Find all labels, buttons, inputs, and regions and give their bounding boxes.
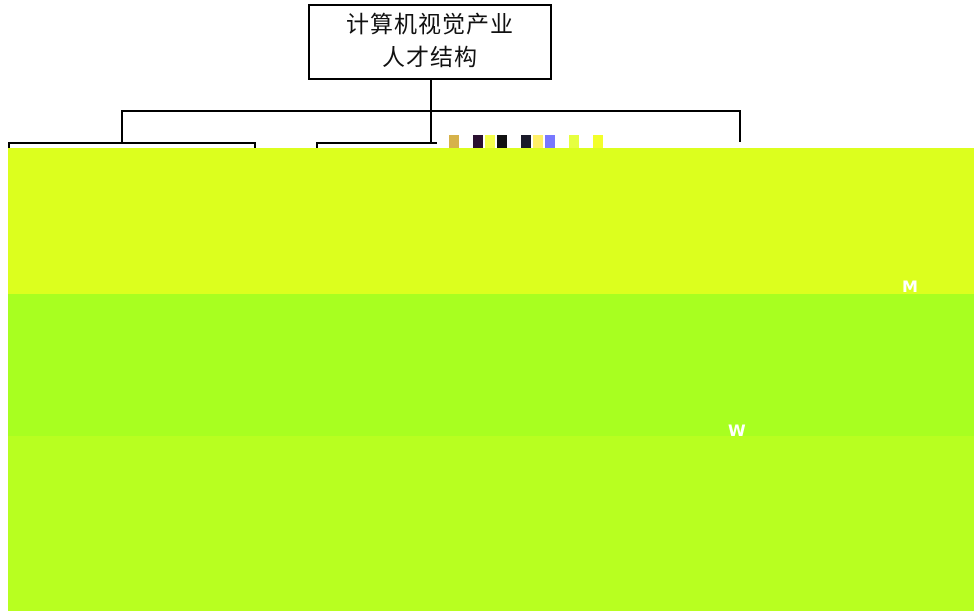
overlay-glyph-center: W xyxy=(728,421,747,440)
artifact-block xyxy=(497,135,507,151)
overlay-band-top xyxy=(8,148,974,294)
artifact-block xyxy=(521,135,531,151)
artifact-block xyxy=(533,135,543,151)
artifact-block xyxy=(581,135,591,151)
root-connector xyxy=(430,80,432,112)
overlay-band-bottom xyxy=(8,436,974,611)
branch-drop-left xyxy=(121,110,123,142)
artifact-block xyxy=(509,135,519,151)
artifact-block xyxy=(437,135,447,151)
root-node-line-1: 计算机视觉产业 xyxy=(346,12,514,38)
artifact-block xyxy=(485,135,495,151)
artifact-block xyxy=(557,135,567,151)
artifact-block xyxy=(449,135,459,151)
artifact-block xyxy=(545,135,555,151)
branch-drop-center xyxy=(430,110,432,142)
root-node: 计算机视觉产业 人才结构 xyxy=(308,4,552,80)
overlay-band-middle xyxy=(8,294,974,436)
corruption-strip xyxy=(437,135,617,151)
branch-drop-right xyxy=(739,110,741,142)
artifact-block xyxy=(569,135,579,151)
artifact-block xyxy=(473,135,483,151)
artifact-block xyxy=(593,135,603,151)
root-node-line-2: 人才结构 xyxy=(382,45,478,71)
overlay-glyph-right: M xyxy=(902,277,919,296)
artifact-block xyxy=(461,135,471,151)
